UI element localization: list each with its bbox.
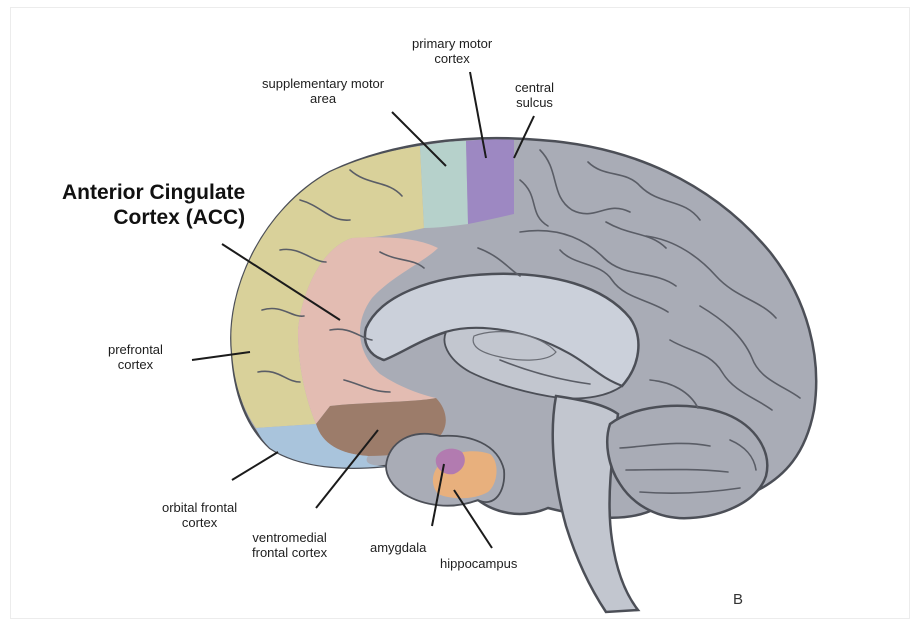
label-hippocampus: hippocampus: [440, 556, 517, 571]
supplementary-motor-area-region: [420, 141, 468, 228]
label-central-sulcus-line2: sulcus: [515, 95, 554, 110]
acc-title-line1: Anterior Cingulate: [62, 180, 245, 205]
label-prefrontal-line1: prefrontal: [108, 342, 163, 357]
label-prefrontal-line2: cortex: [108, 357, 163, 372]
panel-letter: B: [733, 591, 743, 608]
pointer-orbital-frontal: [232, 452, 278, 480]
label-central-sulcus-line1: central: [515, 80, 554, 95]
label-ventromedial-line1: ventromedial: [252, 530, 327, 545]
label-orbital-frontal-line2: cortex: [162, 515, 237, 530]
label-primary-motor-cortex: primary motor cortex: [412, 36, 492, 66]
label-supplementary-motor-area: supplementary motor area: [262, 76, 384, 106]
label-primary-motor-line1: primary motor: [412, 36, 492, 51]
label-primary-motor-line2: cortex: [412, 51, 492, 66]
acc-title: Anterior Cingulate Cortex (ACC): [62, 180, 245, 230]
acc-title-line2: Cortex (ACC): [62, 205, 245, 230]
label-ventromedial-line2: frontal cortex: [252, 545, 327, 560]
label-supplementary-motor-line2: area: [262, 91, 384, 106]
label-supplementary-motor-line1: supplementary motor: [262, 76, 384, 91]
primary-motor-cortex-region: [466, 139, 514, 224]
label-ventromedial-frontal-cortex: ventromedial frontal cortex: [252, 530, 327, 560]
label-central-sulcus: central sulcus: [515, 80, 554, 110]
label-orbital-frontal-line1: orbital frontal: [162, 500, 237, 515]
label-amygdala: amygdala: [370, 540, 426, 555]
label-prefrontal-cortex: prefrontal cortex: [108, 342, 163, 372]
label-orbital-frontal-cortex: orbital frontal cortex: [162, 500, 237, 530]
